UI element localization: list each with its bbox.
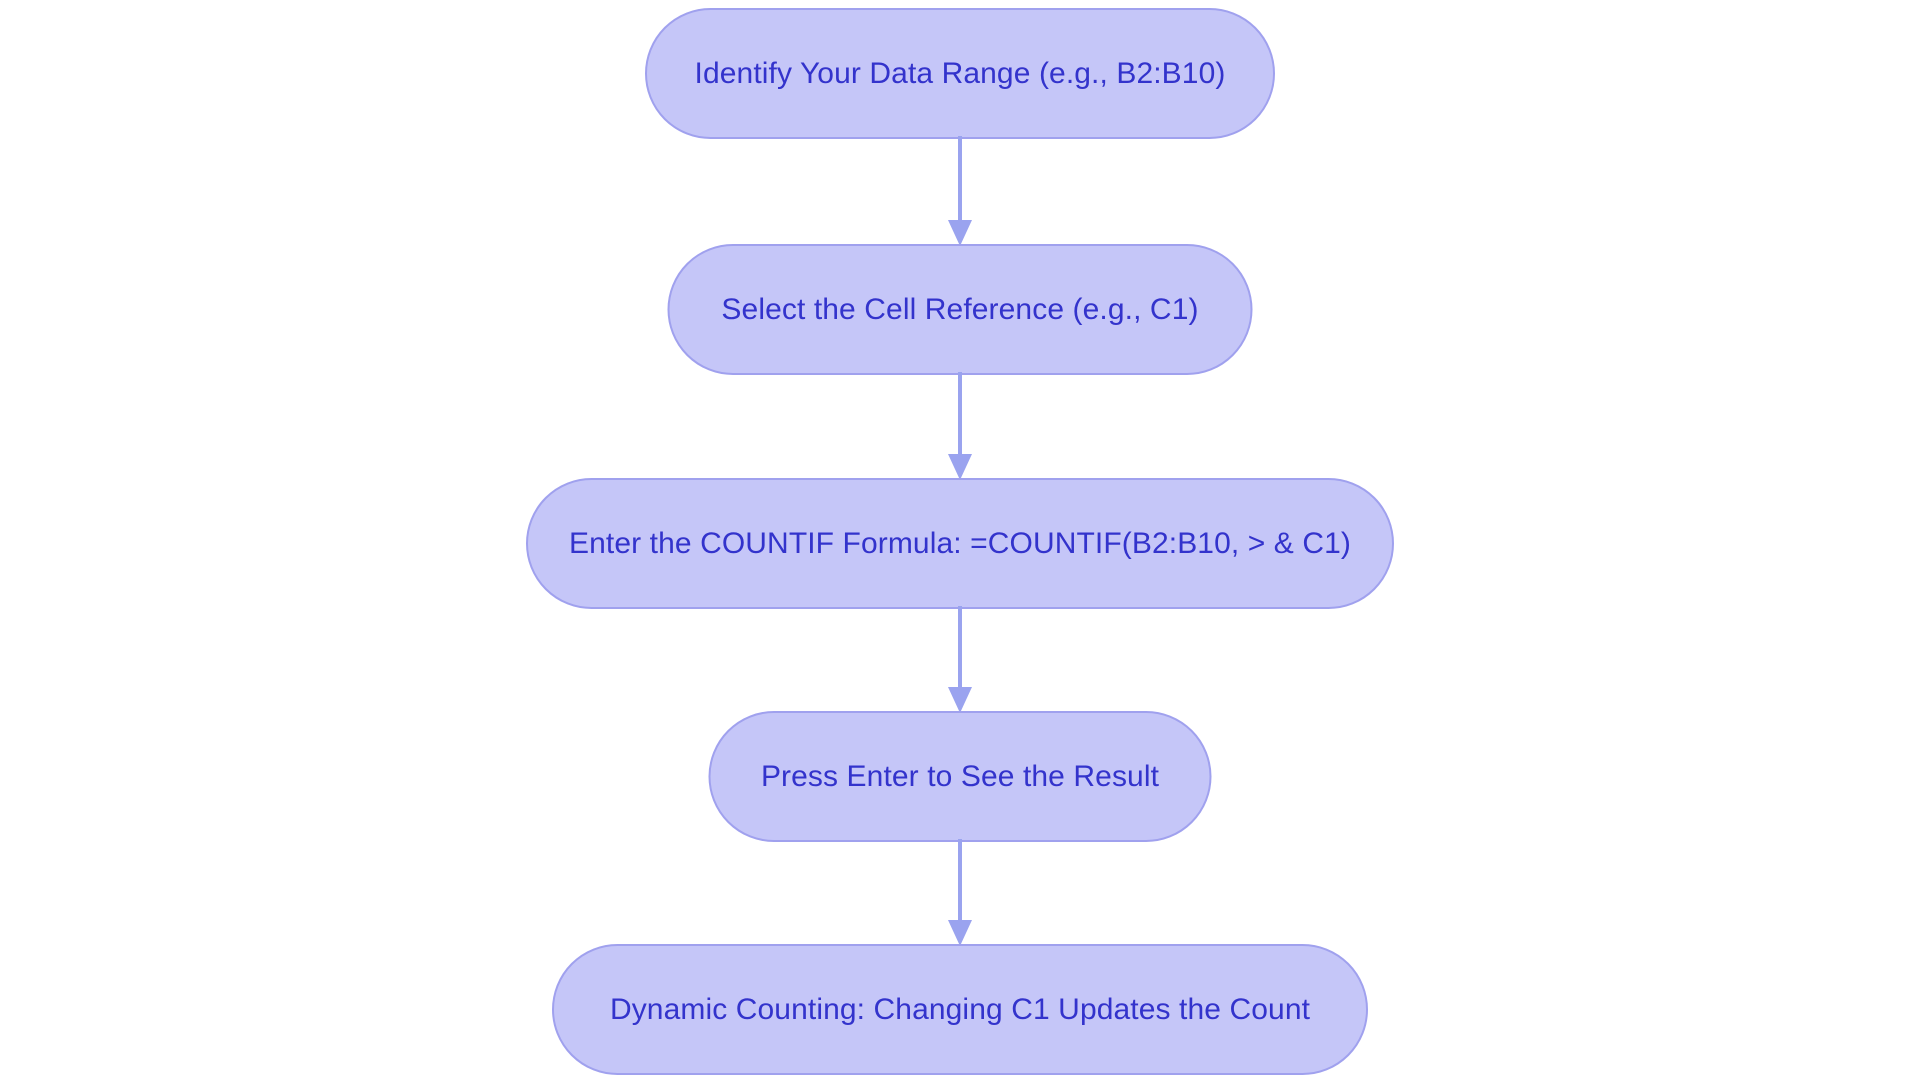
flow-arrow-n2-to-n3 bbox=[940, 372, 980, 482]
flow-node-label: Identify Your Data Range (e.g., B2:B10) bbox=[694, 56, 1226, 90]
flow-arrow-n3-to-n4 bbox=[940, 606, 980, 715]
flow-node-label: Press Enter to See the Result bbox=[760, 759, 1160, 793]
flow-arrow-n4-to-n5 bbox=[940, 839, 980, 948]
flow-node-identify-data-range[interactable]: Identify Your Data Range (e.g., B2:B10) bbox=[645, 8, 1275, 139]
flow-node-dynamic-counting[interactable]: Dynamic Counting: Changing C1 Updates th… bbox=[552, 944, 1368, 1075]
flow-node-press-enter[interactable]: Press Enter to See the Result bbox=[708, 711, 1212, 842]
flow-node-label: Select the Cell Reference (e.g., C1) bbox=[721, 292, 1199, 326]
flow-node-enter-countif-formula[interactable]: Enter the COUNTIF Formula: =COUNTIF(B2:B… bbox=[526, 478, 1394, 609]
flow-node-label: Enter the COUNTIF Formula: =COUNTIF(B2:B… bbox=[569, 526, 1351, 560]
flow-node-label: Dynamic Counting: Changing C1 Updates th… bbox=[609, 992, 1311, 1026]
flow-node-select-cell-reference[interactable]: Select the Cell Reference (e.g., C1) bbox=[667, 244, 1253, 375]
flow-arrow-n1-to-n2 bbox=[940, 136, 980, 248]
